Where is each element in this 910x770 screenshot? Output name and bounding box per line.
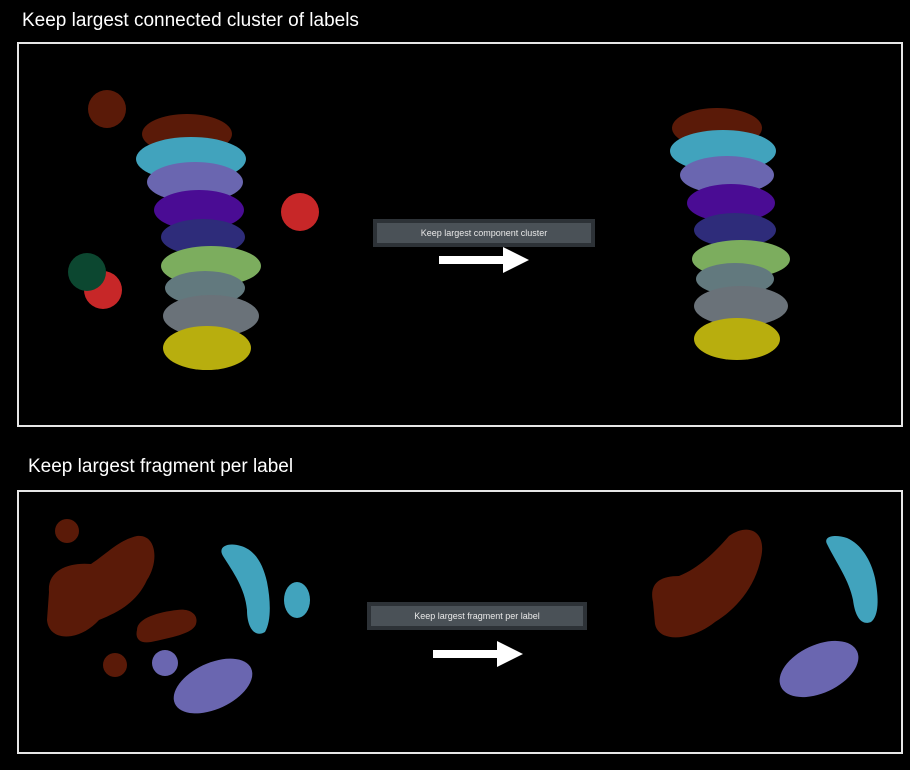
kept-purple-label xyxy=(687,184,775,222)
fragment-slate-purple-large xyxy=(173,658,253,714)
stack-navy-label xyxy=(161,219,245,255)
kept-navy-label xyxy=(694,213,776,247)
button-label: Keep largest fragment per label xyxy=(371,606,583,626)
panel-cluster: Keep largest component cluster xyxy=(17,42,903,427)
panel-fragment: Keep largest fragment per label xyxy=(17,490,903,754)
cluster-after-group xyxy=(670,108,790,360)
fragment-after-group xyxy=(652,529,878,698)
keep-largest-fragment-per-label-button[interactable]: Keep largest fragment per label xyxy=(367,602,587,630)
cluster-canvas xyxy=(68,90,790,370)
stack-slate-purple-label xyxy=(147,162,243,202)
stack-gray-label xyxy=(163,295,259,337)
section-title-fragment: Keep largest fragment per label xyxy=(28,456,294,477)
stray-dark-green-label xyxy=(68,253,106,291)
stray-red-label-top xyxy=(281,193,319,231)
fragment-cyan-large xyxy=(221,544,270,634)
fragment-before-group xyxy=(47,519,310,714)
stack-olive-label xyxy=(163,326,251,370)
fragment-slate-purple-small xyxy=(152,650,178,676)
stray-brown-label xyxy=(88,90,126,128)
fragment-brown-middle xyxy=(136,609,197,643)
kept-fragment-brown xyxy=(652,529,763,638)
kept-slate-purple-label xyxy=(680,156,774,194)
section-title-cluster: Keep largest connected cluster of labels xyxy=(22,10,359,31)
stack-purple-label xyxy=(154,190,244,230)
kept-fragment-cyan xyxy=(826,536,878,623)
fragment-canvas xyxy=(47,519,878,714)
fragment-cyan-small xyxy=(284,582,310,618)
fragment-brown-large xyxy=(47,535,155,637)
keep-largest-component-cluster-button[interactable]: Keep largest component cluster xyxy=(373,219,595,247)
right-arrow-icon xyxy=(433,641,523,667)
button-label: Keep largest component cluster xyxy=(377,223,591,243)
right-arrow-icon xyxy=(439,247,529,273)
fragment-brown-small-top xyxy=(55,519,79,543)
kept-fragment-slate-purple xyxy=(779,640,859,698)
kept-olive-label xyxy=(694,318,780,360)
kept-gray-label xyxy=(694,286,788,326)
fragment-brown-small-bottom xyxy=(103,653,127,677)
cluster-before-group xyxy=(68,90,319,370)
